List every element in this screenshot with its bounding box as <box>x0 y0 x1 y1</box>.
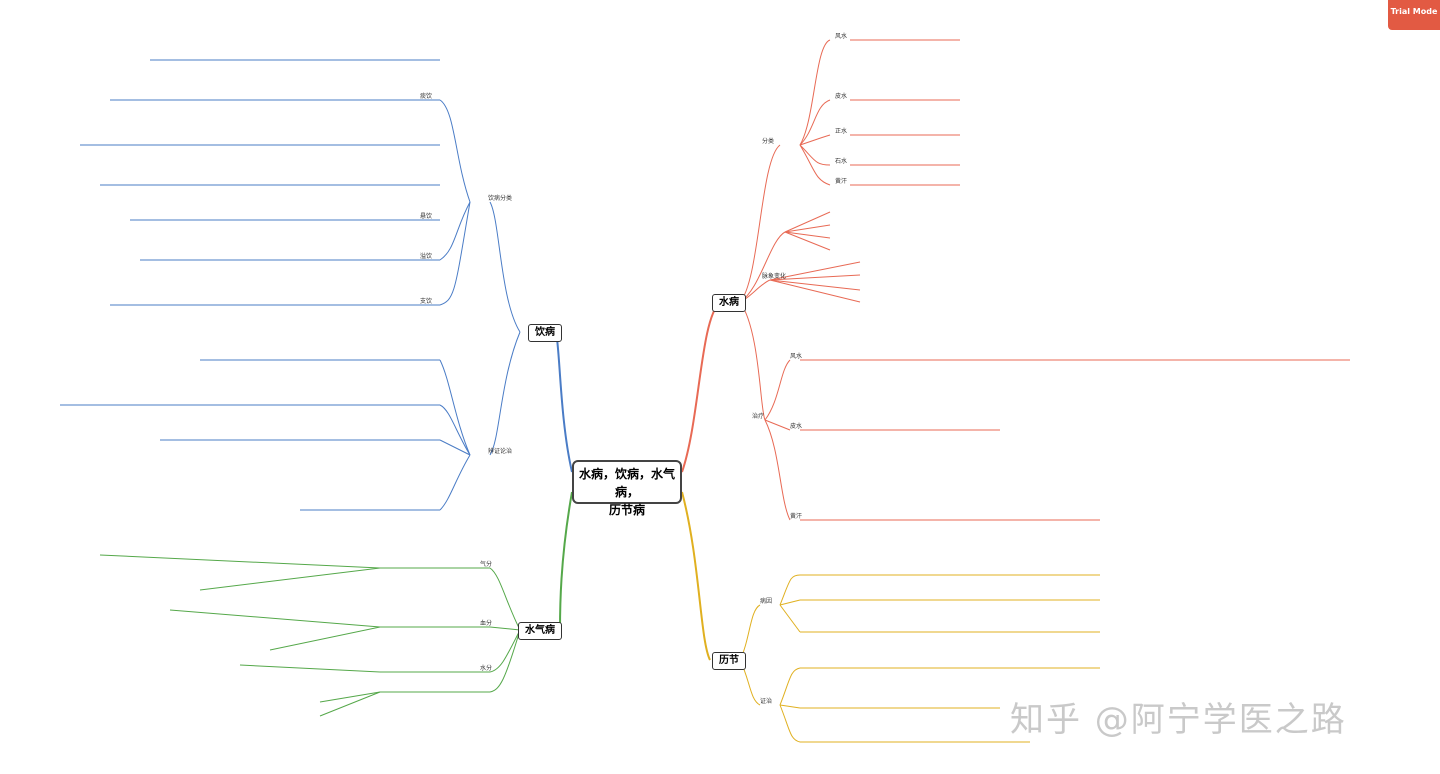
watermark: 知乎 @阿宁学医之路 <box>1010 700 1347 740</box>
central-topic-line1: 水病，饮病，水气病， <box>578 467 675 499</box>
shui-type-huanghan: 黄汗 <box>835 177 847 185</box>
central-topic[interactable]: 水病，饮病，水气病， 历节病 <box>572 460 682 517</box>
central-topic-line2: 历节病 <box>608 503 645 517</box>
yin-type-tanyin: 痰饮 <box>420 92 432 100</box>
shuiqi-xuefen: 血分 <box>480 619 492 627</box>
shui-treat-fengshui: 风水 <box>790 352 802 360</box>
branch-shuiqi[interactable]: 水气病 <box>518 622 562 640</box>
branch-lijie[interactable]: 历节 <box>712 652 746 670</box>
branch-shui[interactable]: 水病 <box>712 294 746 312</box>
shui-type-shishui: 石水 <box>835 157 847 165</box>
shui-type-zhengshui: 正水 <box>835 127 847 135</box>
yin-bianzheng-label: 辨证论治 <box>488 447 512 455</box>
branch-yin[interactable]: 饮病 <box>528 324 562 342</box>
shui-zhiliao-label: 治疗 <box>752 412 764 420</box>
lijie-bingyin: 病因 <box>760 597 772 605</box>
shuiqi-qifen: 气分 <box>480 560 492 568</box>
shui-jingmai-label: 脉象变化 <box>762 272 786 280</box>
shui-treat-huanghan: 黄汗 <box>790 512 802 520</box>
yin-type-xuanyin: 悬饮 <box>420 212 432 220</box>
lijie-zhengzhi: 证治 <box>760 697 772 705</box>
shuiqi-shuifen: 水分 <box>480 664 492 672</box>
shui-type-fengshui: 风水 <box>835 32 847 40</box>
yin-type-yiyin: 溢饮 <box>420 252 432 260</box>
shui-type-pishui: 皮水 <box>835 92 847 100</box>
yin-type-zhiyin: 支饮 <box>420 297 432 305</box>
shui-fenlei-label: 分类 <box>762 137 774 145</box>
yin-fenlei-label: 饮病分类 <box>488 194 512 202</box>
trial-badge[interactable]: Trial Mode <box>1388 0 1440 30</box>
shui-treat-pishui: 皮水 <box>790 422 802 430</box>
